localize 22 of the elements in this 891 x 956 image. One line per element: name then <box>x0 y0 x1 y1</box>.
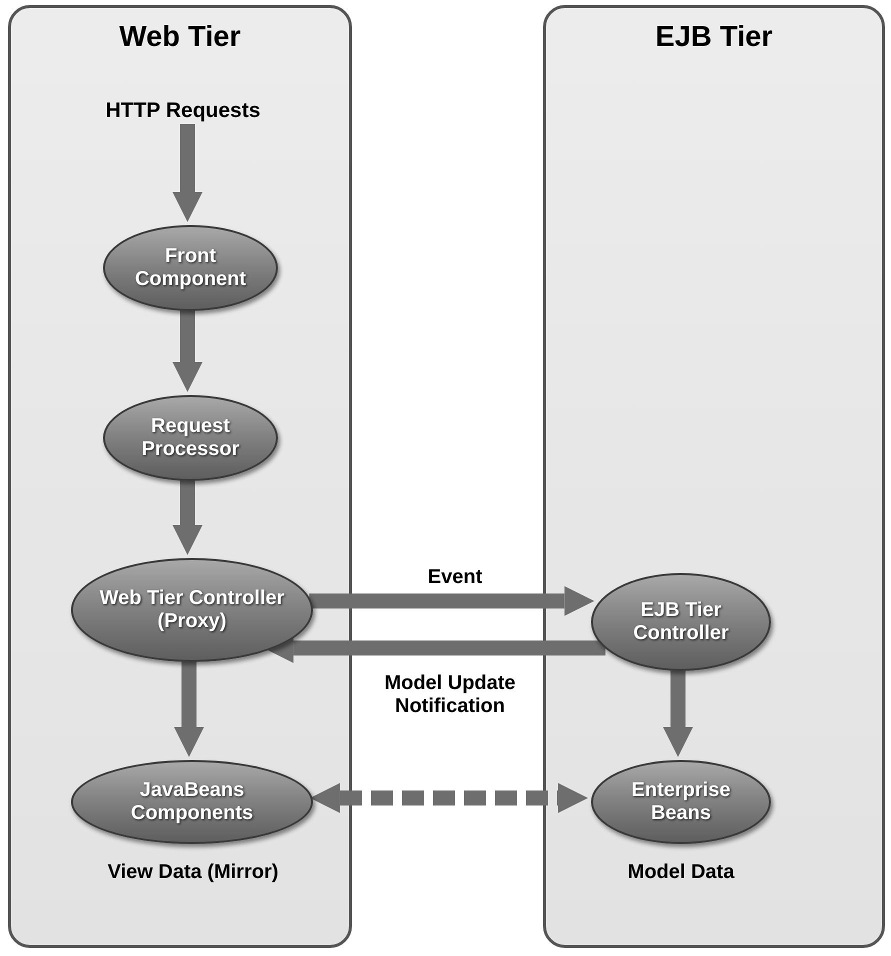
arrow <box>172 124 202 222</box>
dashed-arrow <box>310 783 588 813</box>
tier-panel <box>8 5 352 948</box>
tier-panel <box>543 5 885 948</box>
node-label: Front Component <box>134 245 248 291</box>
arrow <box>174 659 204 757</box>
arrow <box>172 308 202 392</box>
arrow <box>663 668 693 757</box>
edge-label: Event <box>426 566 484 589</box>
arrow <box>309 586 594 616</box>
caption-text: View Data (Mirror) <box>106 861 280 883</box>
node-label: EJB Tier Controller <box>632 599 730 645</box>
panel-title: Web Tier <box>118 20 242 55</box>
caption-text: Model Data <box>626 861 736 883</box>
node-label: Enterprise Beans <box>630 779 732 825</box>
arrow <box>172 478 202 555</box>
edge-label: Model Update Notification <box>383 672 517 718</box>
node-label: JavaBeans Components <box>130 779 254 825</box>
input-label: HTTP Requests <box>73 95 293 127</box>
node-label: Web Tier Controller (Proxy) <box>98 587 286 633</box>
panel-title: EJB Tier <box>654 20 774 55</box>
node-label: Request Processor <box>140 415 240 461</box>
